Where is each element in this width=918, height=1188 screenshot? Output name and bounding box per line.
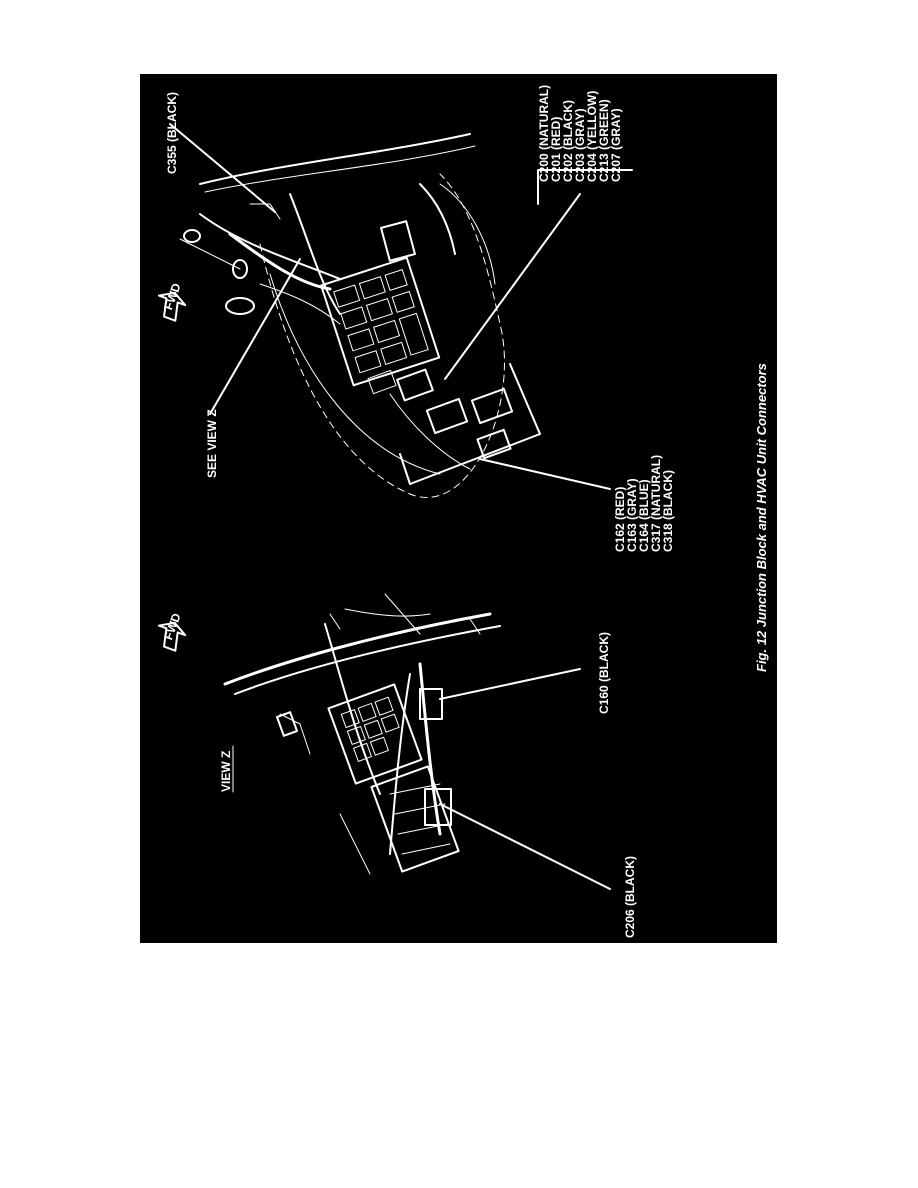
diagram-drawing: FWD FWD <box>157 85 769 938</box>
leader-c355 <box>169 123 276 213</box>
connector-list-right: C200 (NATURAL) C201 (RED) C202 (BLACK) C… <box>537 85 633 205</box>
wiring-diagram-figure: FWD FWD <box>140 74 777 943</box>
label-c164: C164 (BLUE) <box>637 479 651 552</box>
fwd-label-lower: FWD <box>161 611 184 642</box>
hvac-unit-illustration <box>223 593 501 875</box>
label-c160: C160 (BLACK) <box>597 632 611 714</box>
label-c200: C200 (NATURAL) <box>537 85 551 182</box>
figure-caption: Fig. 12 Junction Block and HVAC Unit Con… <box>754 363 769 672</box>
fwd-arrow-upper: FWD <box>157 281 187 322</box>
label-c317: C317 (NATURAL) <box>649 455 663 552</box>
label-c206: C206 (BLACK) <box>623 856 637 938</box>
hvac-module <box>327 683 460 873</box>
fwd-label-upper: FWD <box>161 281 184 312</box>
junction-block-illustration <box>179 133 541 498</box>
label-c203: C203 (GRAY) <box>573 108 587 182</box>
c160-connector-shape <box>419 688 443 720</box>
label-c162: C162 (RED) <box>613 487 627 552</box>
label-c204: C204 (YELLOW) <box>585 91 599 182</box>
leader-c206 <box>439 803 611 890</box>
leader-c160 <box>439 668 581 700</box>
label-c318: C318 (BLACK) <box>661 470 675 552</box>
label-see-view-z: SEE VIEW Z <box>205 409 219 478</box>
c206-connector-shape <box>424 788 452 826</box>
leader-c200-group <box>444 193 581 380</box>
label-c207: C207 (GRAY) <box>609 108 623 182</box>
junction-block <box>320 256 441 387</box>
leader-see-view-z <box>209 258 301 415</box>
connector-list-bottom: C162 (RED) C163 (GRAY) C164 (BLUE) C317 … <box>613 455 675 552</box>
leader-c162-group <box>479 458 611 490</box>
fwd-arrow-lower: FWD <box>157 611 187 652</box>
label-c163: C163 (GRAY) <box>625 478 639 552</box>
label-c202: C202 (BLACK) <box>561 100 575 182</box>
label-c355: C355 (BLACK) <box>165 92 179 174</box>
connector-group-bracket <box>409 363 541 485</box>
label-view-z: VIEW Z <box>219 751 233 792</box>
label-c201: C201 (RED) <box>549 117 563 182</box>
label-c213: C213 (GREEN) <box>597 99 611 182</box>
